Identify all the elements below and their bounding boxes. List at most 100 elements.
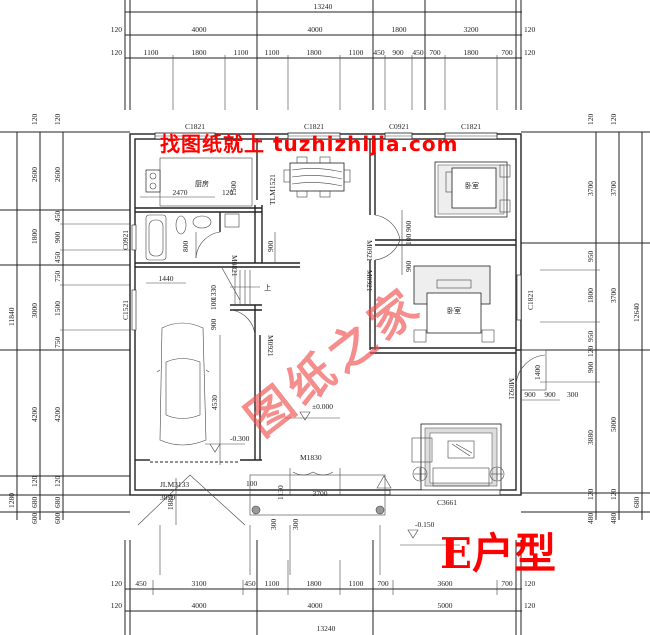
porch: JLM3133 3870 1880 100 1130 300 300 -0.15… <box>137 474 460 575</box>
svg-text:4000: 4000 <box>308 601 323 610</box>
outside-level: -0.150 <box>415 520 435 529</box>
svg-text:4530: 4530 <box>210 395 219 410</box>
svg-text:120: 120 <box>53 476 62 488</box>
svg-text:3600: 3600 <box>438 579 453 588</box>
main-level: ±0.000 <box>312 402 333 411</box>
bedroom-1: 卧室 <box>434 161 511 218</box>
svg-text:900: 900 <box>392 48 404 57</box>
svg-text:700: 700 <box>377 579 389 588</box>
svg-text:1100: 1100 <box>349 579 364 588</box>
svg-text:C0921: C0921 <box>389 122 409 131</box>
svg-text:3000: 3000 <box>30 303 39 318</box>
left-dimension-lines <box>0 131 130 520</box>
svg-text:700: 700 <box>501 579 513 588</box>
svg-text:3700: 3700 <box>586 181 595 196</box>
svg-text:680: 680 <box>30 497 39 509</box>
svg-text:900: 900 <box>404 221 413 233</box>
svg-text:480: 480 <box>586 513 595 525</box>
garage-level: -0.300 <box>230 434 250 443</box>
svg-text:3700: 3700 <box>313 489 328 498</box>
bedroom-2: 卧室 <box>413 265 495 343</box>
bottom-total-dim: 13240 <box>317 624 336 633</box>
svg-text:100: 100 <box>404 234 413 246</box>
svg-text:1500: 1500 <box>229 181 238 196</box>
svg-text:3870: 3870 <box>160 493 175 502</box>
interior-walls <box>135 139 516 461</box>
top-window-labels: C1821 C1821 C0921 C1821 <box>185 122 481 131</box>
svg-text:C1821: C1821 <box>461 122 481 131</box>
svg-text:1440: 1440 <box>159 274 174 283</box>
svg-text:C1521: C1521 <box>121 300 130 320</box>
top-dimension-lines <box>124 0 522 110</box>
svg-text:3700: 3700 <box>609 181 618 196</box>
svg-text:JLM3133: JLM3133 <box>160 480 189 489</box>
top-dims-row2: 120 1100 1800 1100 1100 1800 1100 450 90… <box>111 48 536 57</box>
svg-text:800: 800 <box>181 241 190 253</box>
staircase: 上 1440 1330 100 900 M0921 <box>146 267 275 357</box>
svg-text:600: 600 <box>53 513 62 525</box>
svg-text:900: 900 <box>524 390 536 399</box>
svg-text:4000: 4000 <box>308 25 323 34</box>
svg-text:120: 120 <box>111 601 123 610</box>
svg-text:12640: 12640 <box>632 303 641 322</box>
svg-text:M0921: M0921 <box>365 240 374 262</box>
svg-text:120: 120 <box>524 601 536 610</box>
svg-text:450: 450 <box>244 579 256 588</box>
svg-text:450: 450 <box>412 48 424 57</box>
right-dims-text: 120 3700 950 1800 950 120 900 3880 120 4… <box>586 114 641 525</box>
svg-text:1800: 1800 <box>307 48 322 57</box>
svg-text:680: 680 <box>53 497 62 509</box>
svg-text:M0921: M0921 <box>365 270 374 292</box>
svg-text:950: 950 <box>586 251 595 263</box>
svg-text:120: 120 <box>30 476 39 488</box>
svg-text:120: 120 <box>586 114 595 126</box>
svg-text:3700: 3700 <box>609 288 618 303</box>
svg-text:1100: 1100 <box>144 48 159 57</box>
svg-text:1880: 1880 <box>166 495 175 510</box>
svg-text:120: 120 <box>586 346 595 358</box>
svg-text:450: 450 <box>135 579 147 588</box>
svg-text:120: 120 <box>111 579 123 588</box>
svg-text:120: 120 <box>524 579 536 588</box>
svg-text:750: 750 <box>53 271 62 283</box>
svg-text:1800: 1800 <box>192 48 207 57</box>
bed2-window <box>516 274 522 321</box>
svg-text:900: 900 <box>209 319 218 331</box>
bed2-door-swing <box>374 239 401 261</box>
svg-text:1800: 1800 <box>30 229 39 244</box>
top-total-dim: 13240 <box>314 2 333 11</box>
door-tlm1521-label: TLM1521 <box>268 174 277 205</box>
svg-text:1280: 1280 <box>7 493 16 508</box>
svg-text:120: 120 <box>609 114 618 126</box>
svg-text:11840: 11840 <box>7 307 16 326</box>
svg-text:120: 120 <box>524 48 536 57</box>
svg-text:900: 900 <box>53 232 62 244</box>
svg-text:1100: 1100 <box>349 48 364 57</box>
svg-text:5000: 5000 <box>438 601 453 610</box>
svg-text:120: 120 <box>524 25 536 34</box>
svg-text:480: 480 <box>609 513 618 525</box>
top-windows <box>154 132 498 140</box>
svg-text:C1821: C1821 <box>304 122 324 131</box>
kitchen-label: 厨房 <box>195 179 209 188</box>
bed-dims: 900 100 900 <box>401 210 413 275</box>
svg-text:1800: 1800 <box>586 288 595 303</box>
svg-text:900: 900 <box>266 241 275 253</box>
svg-text:4000: 4000 <box>192 25 207 34</box>
svg-text:4200: 4200 <box>30 407 39 422</box>
svg-text:750: 750 <box>53 337 62 349</box>
svg-text:卧室: 卧室 <box>447 306 461 315</box>
kitchen: 厨房 2470 120 1500 <box>140 157 253 207</box>
bottom-dims-row2: 120 450 3100 450 1100 1800 1100 700 3600… <box>111 579 536 588</box>
svg-text:C3661: C3661 <box>437 498 457 507</box>
svg-text:120: 120 <box>111 48 123 57</box>
house-type-label: E户型 <box>440 529 557 578</box>
svg-text:M0921: M0921 <box>507 378 516 400</box>
svg-text:2600: 2600 <box>53 167 62 182</box>
svg-text:1100: 1100 <box>265 579 280 588</box>
svg-text:120: 120 <box>222 188 234 197</box>
watermark-top: 找图纸就上 tuzhizhijia.com <box>160 132 459 156</box>
svg-text:3100: 3100 <box>192 579 207 588</box>
svg-text:680: 680 <box>632 497 641 509</box>
svg-text:900: 900 <box>404 261 413 273</box>
